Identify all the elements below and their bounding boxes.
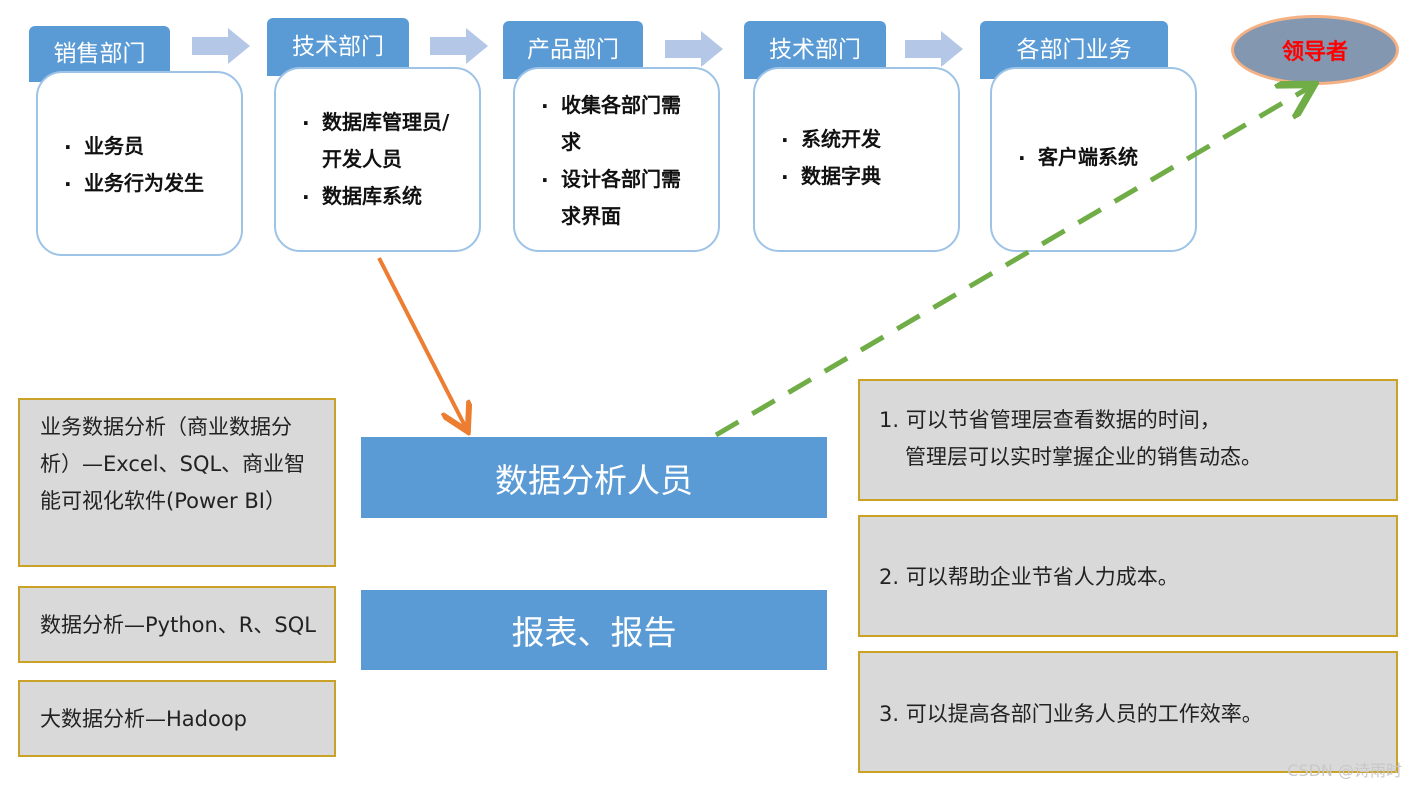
- flow-arrow-icon: [430, 28, 488, 64]
- stage-card-tech: 数据库管理员/开发人员 数据库系统: [274, 67, 481, 252]
- report-bar: 报表、报告: [361, 590, 827, 670]
- flow-arrow-icon: [905, 31, 963, 67]
- stage-card-sales: 业务员 业务行为发生: [36, 71, 243, 256]
- tool-box-hadoop: 大数据分析—Hadoop: [18, 680, 336, 757]
- stage-card-product: 收集各部门需求 设计各部门需求界面: [513, 67, 720, 252]
- benefit-line: 3. 可以提高各部门业务人员的工作效率。: [879, 702, 1263, 726]
- stage-item: 业务行为发生: [62, 161, 241, 202]
- data-analyst-bar: 数据分析人员: [361, 437, 827, 518]
- stage-item: 系统开发: [779, 117, 958, 158]
- flow-arrow-icon: [192, 28, 250, 64]
- tool-box-bi: 业务数据分析（商业数据分析）—Excel、SQL、商业智能可视化软件(Power…: [18, 398, 336, 567]
- benefit-line: 1. 可以节省管理层查看数据的时间，: [879, 408, 1221, 432]
- stage-item: 收集各部门需求: [539, 83, 691, 161]
- stage-item: 设计各部门需求界面: [539, 157, 691, 235]
- benefit-line: 管理层可以实时掌握企业的销售动态。: [905, 445, 1262, 469]
- stage-item: 客户端系统: [1016, 135, 1195, 176]
- watermark: CSDN @诗雨时: [1287, 761, 1402, 780]
- stage-card-tech-2: 系统开发 数据字典: [753, 67, 960, 252]
- benefit-box-3: 3. 可以提高各部门业务人员的工作效率。: [858, 651, 1398, 773]
- stage-item: 数据库管理员/开发人员: [300, 100, 462, 178]
- flow-arrow-icon: [665, 31, 723, 67]
- stage-card-business: 客户端系统: [990, 67, 1197, 252]
- stage-item: 数据字典: [779, 154, 958, 195]
- dept-tab-tech: 技术部门: [267, 18, 409, 76]
- benefit-line: 2. 可以帮助企业节省人力成本。: [879, 565, 1179, 589]
- tool-box-python: 数据分析—Python、R、SQL: [18, 586, 336, 663]
- orange-arrow: [377, 257, 466, 428]
- stage-item: 业务员: [62, 124, 241, 165]
- leader-node: 领导者: [1231, 15, 1399, 85]
- benefit-box-1: 1. 可以节省管理层查看数据的时间， 管理层可以实时掌握企业的销售动态。: [858, 379, 1398, 501]
- stage-item: 数据库系统: [300, 174, 479, 215]
- benefit-box-2: 2. 可以帮助企业节省人力成本。: [858, 515, 1398, 637]
